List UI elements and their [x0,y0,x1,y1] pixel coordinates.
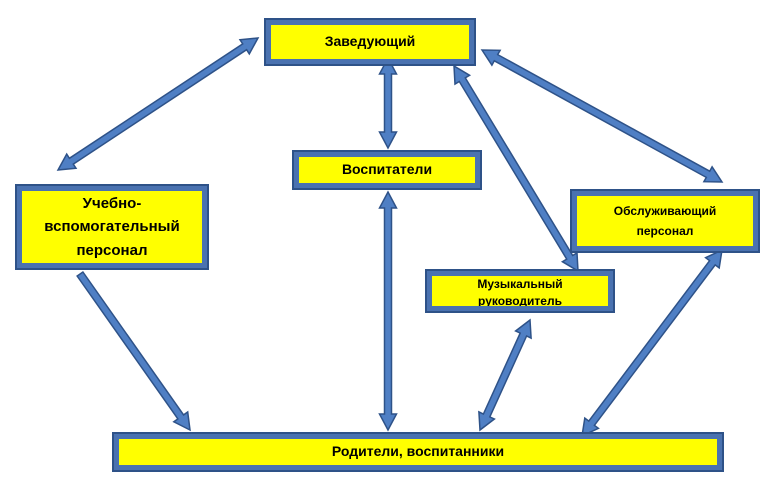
service-label-line-1: Обслуживающий [613,203,717,218]
arrow-head-service [480,49,724,183]
edu-label-line-3: персонал [76,241,148,259]
service-label-line-2: персонал [636,224,694,238]
arrow-head-teachers [378,56,398,150]
parents-pupils-node: Родители, воспитанники [112,432,724,472]
parents-label: Родители, воспитанники [331,443,505,460]
arrow-teachers-parents [378,190,398,432]
service-staff-node: Обслуживающий персонал [570,189,760,253]
music-director-node: Музыкальный руководитель [425,269,615,313]
edu-label-line-2: вспомогательный [44,218,180,236]
educational-support-staff-node: Учебно- вспомогательный персонал [15,184,209,270]
music-label-line-1: Музыкальный [477,277,563,291]
head-node: Заведующий [264,18,476,66]
teachers-node: Воспитатели [292,150,482,190]
teachers-label: Воспитатели [341,161,433,178]
edu-label-line-1: Учебно- [82,195,142,213]
music-label-line-2: руководитель [478,294,562,306]
arrow-head-edu [56,37,260,171]
head-label: Заведующий [324,33,416,50]
arrow-edu-parents [76,270,191,432]
arrow-music-parents [478,318,532,432]
